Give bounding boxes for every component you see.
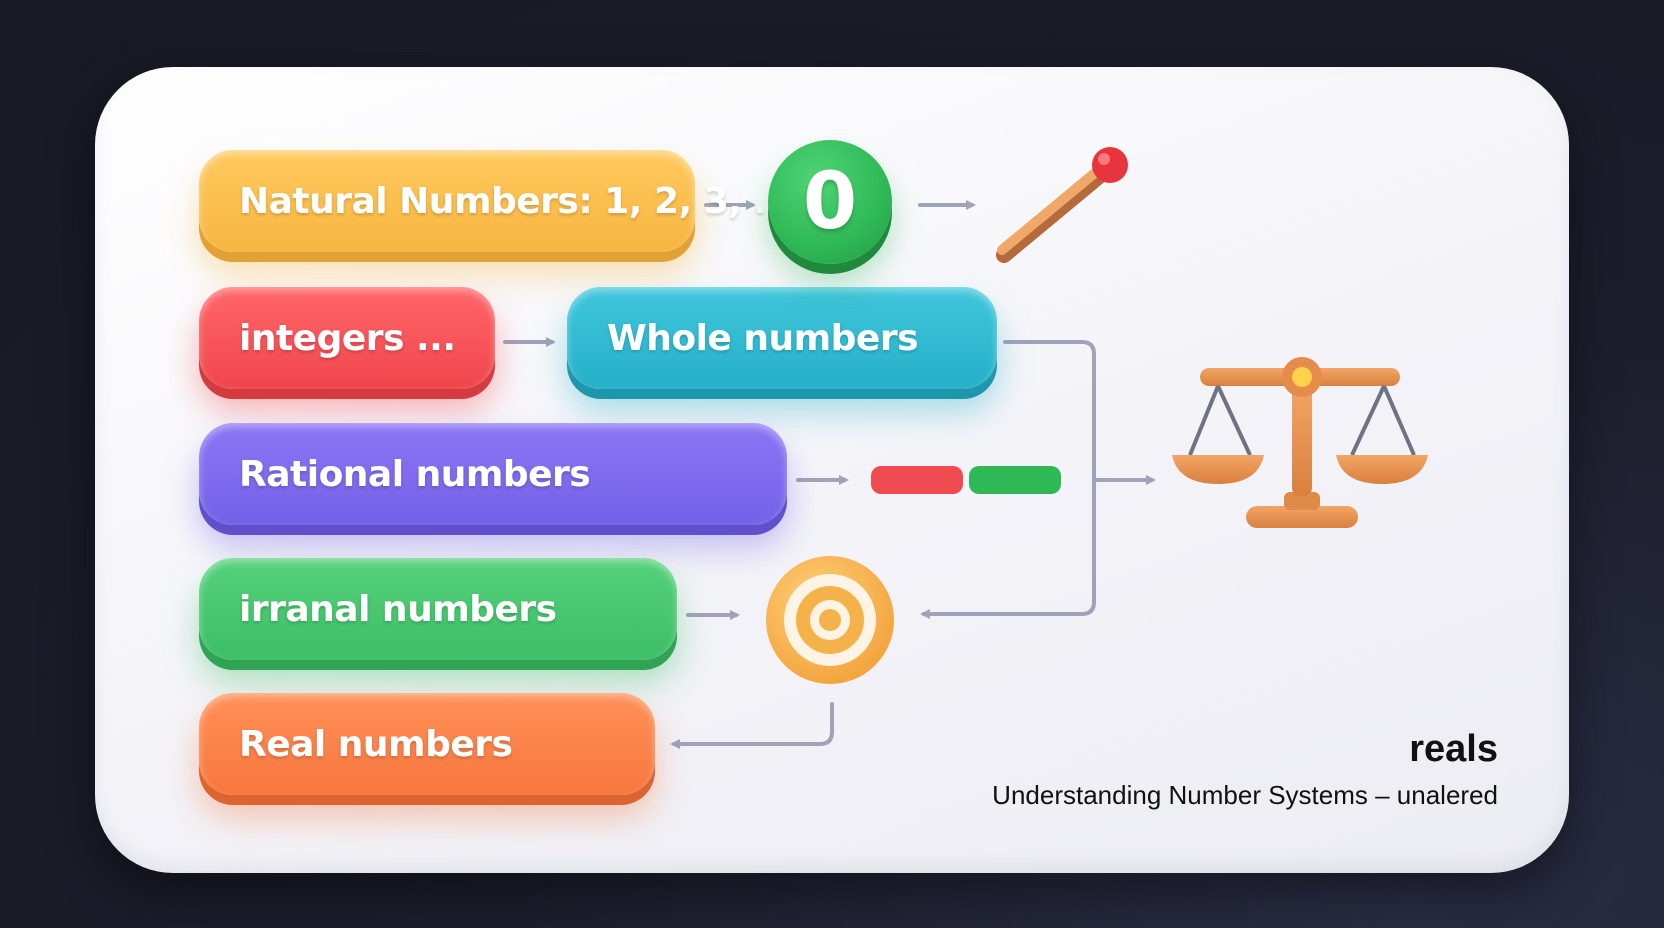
node-whole-numbers: Whole numbers (567, 287, 997, 389)
node-integers-label: integers ... (239, 317, 456, 359)
zero-badge: 0 (768, 140, 892, 264)
zero-badge-label: 0 (802, 157, 858, 247)
node-irrational-numbers-label: irranal numbers (239, 588, 557, 630)
node-real-numbers: Real numbers (199, 693, 655, 795)
node-natural-numbers-label: Natural Numbers: 1, 2, 3, ... (239, 180, 794, 222)
node-rational-numbers: Rational numbers (199, 423, 787, 525)
node-whole-numbers-label: Whole numbers (607, 317, 919, 359)
node-irrational-numbers: irranal numbers (199, 558, 677, 660)
caption-subtitle: Understanding Number Systems – unalered (992, 780, 1498, 810)
node-real-numbers-label: Real numbers (239, 723, 513, 765)
node-integers: integers ... (199, 287, 495, 389)
caption-title: reals (1409, 728, 1498, 770)
node-natural-numbers: Natural Numbers: 1, 2, 3, ... (199, 150, 794, 252)
node-rational-numbers-label: Rational numbers (239, 453, 591, 495)
